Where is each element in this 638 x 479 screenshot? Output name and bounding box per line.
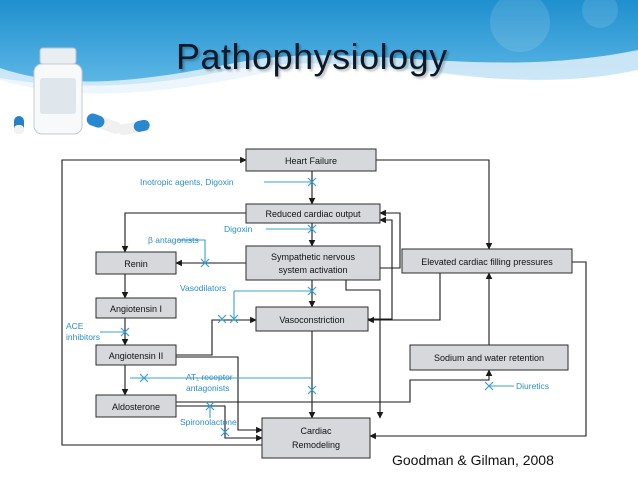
box-sympathetic-label-2: system activation bbox=[278, 265, 347, 275]
drug-inhibition-lines bbox=[100, 177, 514, 437]
drug-label-at1-1: AT₁ receptor bbox=[186, 372, 233, 382]
drug-labels: Inotropic agents, Digoxin Digoxin β anta… bbox=[66, 177, 549, 427]
box-angiotensin-2: Angiotensin II bbox=[95, 344, 177, 366]
slide-title: Pathophysiology bbox=[176, 36, 448, 77]
box-reduced-output: Reduced cardiac output bbox=[245, 203, 381, 224]
drug-label-diuretics: Diuretics bbox=[516, 381, 549, 391]
box-heart-failure: Heart Failure bbox=[245, 148, 377, 172]
box-aldosterone: Aldosterone bbox=[95, 394, 177, 418]
pill-bottle-icon bbox=[33, 47, 83, 135]
drug-label-vasodilators: Vasodilators bbox=[180, 283, 226, 293]
drug-label-at1-2: antagonists bbox=[186, 383, 229, 393]
box-sodium-water: Sodium and water retention bbox=[409, 344, 569, 371]
box-sodium-water-label: Sodium and water retention bbox=[434, 353, 544, 363]
box-renin: Renin bbox=[95, 251, 177, 275]
citation: Goodman & Gilman, 2008 bbox=[392, 452, 554, 468]
drug-label-spironolactone: Spironolactone bbox=[180, 417, 237, 427]
box-angiotensin-1-label: Angiotensin I bbox=[110, 304, 162, 314]
box-renin-label: Renin bbox=[124, 259, 148, 269]
box-heart-failure-label: Heart Failure bbox=[285, 156, 337, 166]
drug-label-digoxin: Digoxin bbox=[224, 224, 253, 234]
drug-label-ace-2: inhibitors bbox=[66, 332, 100, 342]
connector-lines bbox=[61, 156, 587, 446]
box-vasoconstriction: Vasoconstriction bbox=[255, 306, 369, 332]
box-angiotensin-2-label: Angiotensin II bbox=[109, 351, 164, 361]
drug-label-beta-antagonists: β antagonists bbox=[148, 235, 199, 245]
drug-label-ace-1: ACE bbox=[66, 321, 84, 331]
box-remodeling-label-1: Cardiac bbox=[300, 426, 332, 436]
box-reduced-output-label: Reduced cardiac output bbox=[265, 209, 361, 219]
box-angiotensin-1: Angiotensin I bbox=[95, 297, 177, 319]
box-sympathetic-label-1: Sympathetic nervous bbox=[271, 252, 356, 262]
box-filling-pressures-label: Elevated cardiac filling pressures bbox=[421, 257, 553, 267]
box-filling-pressures: Elevated cardiac filling pressures bbox=[401, 248, 573, 274]
drug-label-inotropic: Inotropic agents, Digoxin bbox=[140, 177, 234, 187]
box-remodeling-label-2: Remodeling bbox=[292, 440, 340, 450]
box-cardiac-remodeling: Cardiac Remodeling bbox=[261, 417, 371, 459]
box-sympathetic: Sympathetic nervous system activation bbox=[245, 245, 381, 281]
slide-header-decoration bbox=[0, 0, 638, 140]
box-aldosterone-label: Aldosterone bbox=[112, 402, 160, 412]
capsules-icon bbox=[14, 113, 150, 136]
box-vasoconstriction-label: Vasoconstriction bbox=[279, 315, 344, 325]
